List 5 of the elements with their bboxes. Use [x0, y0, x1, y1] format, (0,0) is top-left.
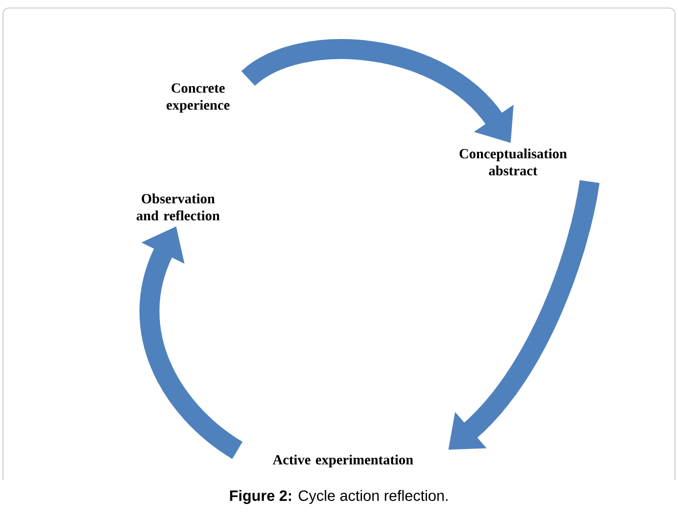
- stage-label: Concrete experience: [166, 83, 230, 113]
- stage-label: Active experimentation: [272, 454, 414, 468]
- stage-label: Observation and reflection: [136, 194, 220, 220]
- stage-label: Conceptualisation abstract: [460, 148, 567, 176]
- caption: Figure 2: Cycle action reflection.: [230, 490, 448, 504]
